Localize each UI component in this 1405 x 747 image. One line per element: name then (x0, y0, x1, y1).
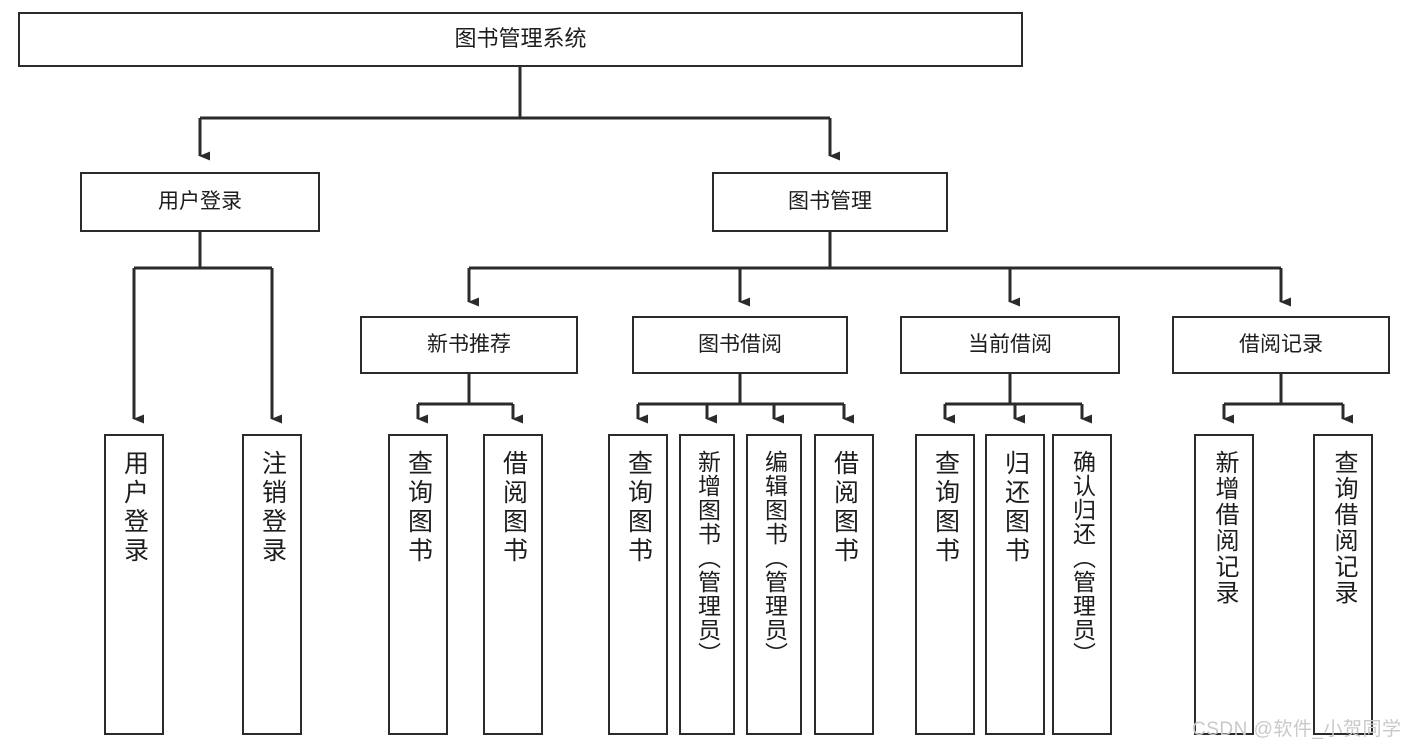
node-leaf-confirm-return-admin-label: 确认归还（管理员） (1069, 450, 1096, 666)
node-leaf-borrow-book-label: 借阅图书 (830, 450, 859, 566)
node-leaf-logout-login-label: 注销登录 (258, 450, 287, 566)
node-new-book-recommend-label: 新书推荐 (427, 333, 511, 357)
node-current-borrow[interactable]: 当前借阅 (900, 316, 1120, 374)
node-leaf-edit-book-admin[interactable]: 编辑图书（管理员） (746, 434, 802, 735)
node-leaf-edit-book-admin-label: 编辑图书（管理员） (761, 450, 788, 666)
node-borrow-record[interactable]: 借阅记录 (1172, 316, 1390, 374)
node-leaf-user-login-label: 用户登录 (120, 450, 149, 566)
csdn-watermark: CSDN @软件_小贺同学 (1192, 719, 1402, 740)
node-root[interactable]: 图书管理系统 (18, 12, 1023, 67)
node-leaf-query-book-borrow[interactable]: 查询图书 (608, 434, 668, 735)
node-leaf-return-book[interactable]: 归还图书 (985, 434, 1045, 735)
node-book-borrow-label: 图书借阅 (698, 333, 782, 357)
node-leaf-query-book-borrow-label: 查询图书 (624, 450, 653, 566)
node-leaf-add-book-admin[interactable]: 新增图书（管理员） (679, 434, 735, 735)
node-leaf-query-book-current-label: 查询图书 (931, 450, 960, 566)
node-leaf-add-borrow-record[interactable]: 新增借阅记录 (1194, 434, 1254, 735)
node-leaf-add-borrow-record-label: 新增借阅记录 (1211, 450, 1238, 606)
node-user-login[interactable]: 用户登录 (80, 172, 320, 232)
node-leaf-query-borrow-record[interactable]: 查询借阅记录 (1313, 434, 1373, 735)
node-new-book-recommend[interactable]: 新书推荐 (360, 316, 578, 374)
node-leaf-borrow-book-recommend-label: 借阅图书 (499, 450, 528, 566)
node-leaf-query-book-current[interactable]: 查询图书 (915, 434, 975, 735)
node-borrow-record-label: 借阅记录 (1239, 333, 1323, 357)
node-leaf-logout-login[interactable]: 注销登录 (242, 434, 302, 735)
node-leaf-query-borrow-record-label: 查询借阅记录 (1330, 450, 1357, 606)
node-book-manage-label: 图书管理 (788, 190, 872, 214)
node-user-login-label: 用户登录 (158, 190, 242, 214)
node-root-label: 图书管理系统 (454, 26, 587, 52)
node-leaf-borrow-book-recommend[interactable]: 借阅图书 (483, 434, 543, 735)
node-leaf-confirm-return-admin[interactable]: 确认归还（管理员） (1052, 434, 1112, 735)
node-leaf-query-book-recommend-label: 查询图书 (404, 450, 433, 566)
node-book-borrow[interactable]: 图书借阅 (632, 316, 848, 374)
node-book-manage[interactable]: 图书管理 (712, 172, 948, 232)
node-leaf-borrow-book[interactable]: 借阅图书 (814, 434, 874, 735)
node-leaf-return-book-label: 归还图书 (1001, 450, 1030, 566)
node-current-borrow-label: 当前借阅 (968, 333, 1052, 357)
node-leaf-add-book-admin-label: 新增图书（管理员） (694, 450, 721, 666)
node-leaf-query-book-recommend[interactable]: 查询图书 (388, 434, 448, 735)
node-leaf-user-login[interactable]: 用户登录 (104, 434, 164, 735)
